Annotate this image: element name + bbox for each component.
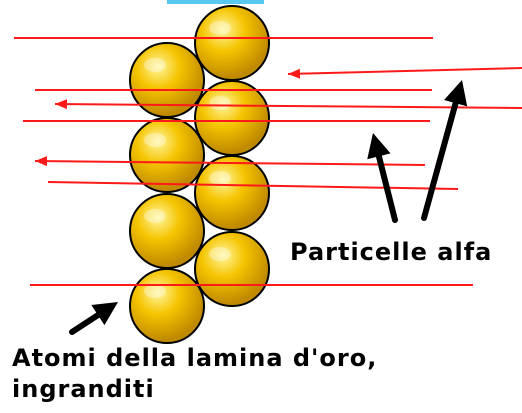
- gold-atoms-label-text: Atomi della lamina d'oro,ingranditi: [12, 344, 378, 403]
- alpha-particle-ray-icon: [34, 160, 426, 166]
- ray-arrowhead-icon: [288, 68, 301, 79]
- pointer-arrowhead-icon: [444, 80, 468, 107]
- gold-atom-sphere-icon: [129, 268, 205, 344]
- alpha-particle-ray-icon: [54, 103, 522, 109]
- ray-arrowhead-icon: [55, 99, 68, 110]
- gold-atom-sphere-icon: [194, 5, 270, 81]
- pointer-arrow-icon: [421, 100, 459, 221]
- top-bar: [167, 0, 264, 4]
- gold-atoms-label: Atomi della lamina d'oro,ingranditi: [12, 343, 377, 405]
- ray-arrowhead-icon: [35, 156, 48, 167]
- alpha-particle-ray-icon: [287, 67, 522, 75]
- pointer-arrowhead-icon: [91, 302, 118, 326]
- gold-atom-sphere-icon: [194, 155, 270, 231]
- pointer-arrow-icon: [69, 312, 101, 335]
- pointer-arrow-icon: [375, 153, 398, 223]
- gold-atom-sphere-icon: [194, 80, 270, 156]
- pointer-arrowhead-icon: [367, 133, 391, 160]
- alpha-particles-label: Particelle alfa: [290, 238, 493, 266]
- gold-atom-sphere-icon: [194, 231, 270, 307]
- gold-atom-sphere-icon: [129, 117, 205, 193]
- gold-atom-sphere-icon: [129, 193, 205, 269]
